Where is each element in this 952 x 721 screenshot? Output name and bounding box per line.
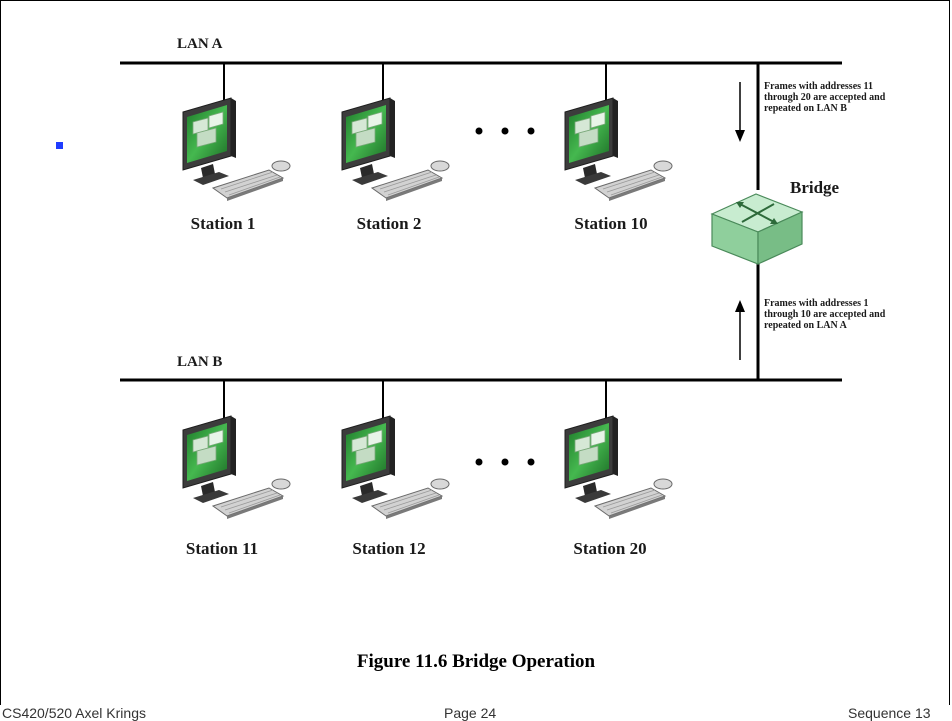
arrow-up-icon <box>735 300 745 360</box>
bridge-label: Bridge <box>790 178 840 197</box>
station-label: Station 12 <box>352 539 426 558</box>
bridge-icon <box>710 193 804 265</box>
bullet-marker <box>56 142 63 149</box>
station-label: Station 11 <box>185 539 259 558</box>
computer-icon-station-12 <box>341 415 450 520</box>
computer-icon-station-20 <box>564 415 673 520</box>
computer-icon-station-1 <box>182 97 291 202</box>
arrow-down-icon <box>735 82 745 142</box>
note-frames-to-lan-a: Frames with addresses 1 through 10 are a… <box>764 298 886 331</box>
computer-icon-station-10 <box>564 97 673 202</box>
station-label: Station 10 <box>574 214 648 233</box>
footer-center: Page 24 <box>444 705 497 721</box>
slide-frame <box>0 0 950 705</box>
note-frames-to-lan-b: Frames with addresses 11 through 20 are … <box>764 81 886 114</box>
station-label: Station 2 <box>356 214 422 233</box>
figure-caption: Figure 11.6 Bridge Operation <box>356 651 596 672</box>
footer-left: CS420/520 Axel Krings <box>2 705 146 721</box>
ellipsis-dots-lan-b <box>475 458 535 466</box>
computer-icon-station-2 <box>341 97 450 202</box>
station-label: Station 1 <box>190 214 256 233</box>
computer-icon-station-11 <box>182 415 291 520</box>
lan-b-label: LAN B <box>177 354 223 370</box>
station-label: Station 20 <box>573 539 647 558</box>
ellipsis-dots-lan-a <box>475 127 535 135</box>
lan-a-label: LAN A <box>177 36 223 52</box>
footer-right: Sequence 13 <box>848 705 931 721</box>
